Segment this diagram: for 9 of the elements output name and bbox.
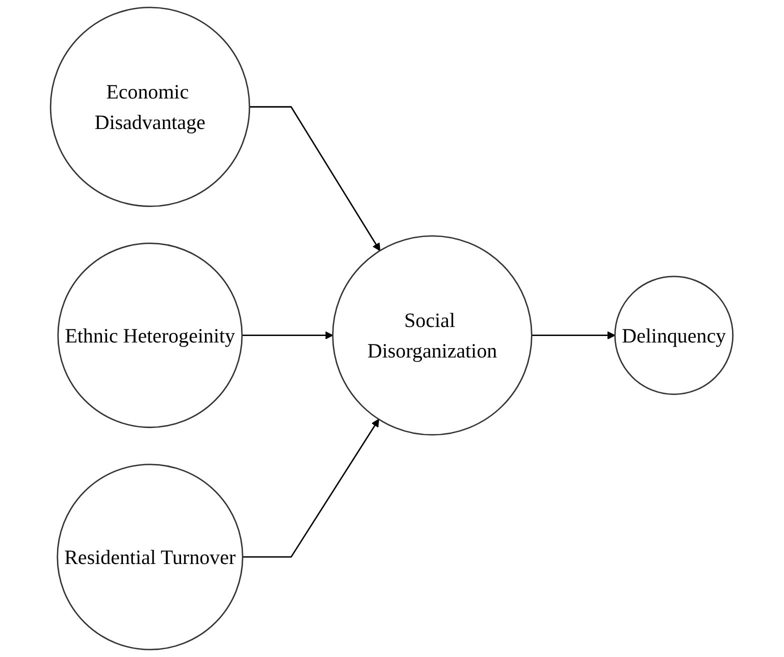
arrow xyxy=(250,106,381,252)
node-circle: Economic Disadvantage xyxy=(50,6,250,208)
node-circle: Residential Turnover xyxy=(57,464,244,650)
node-circle: Ethnic Heterogeinity xyxy=(58,242,244,428)
arrow xyxy=(242,418,380,558)
node-circle: Delinquency xyxy=(614,276,734,395)
arrow xyxy=(242,331,334,340)
arrow xyxy=(532,331,616,340)
node-circle: Social Disorganization xyxy=(332,235,533,436)
